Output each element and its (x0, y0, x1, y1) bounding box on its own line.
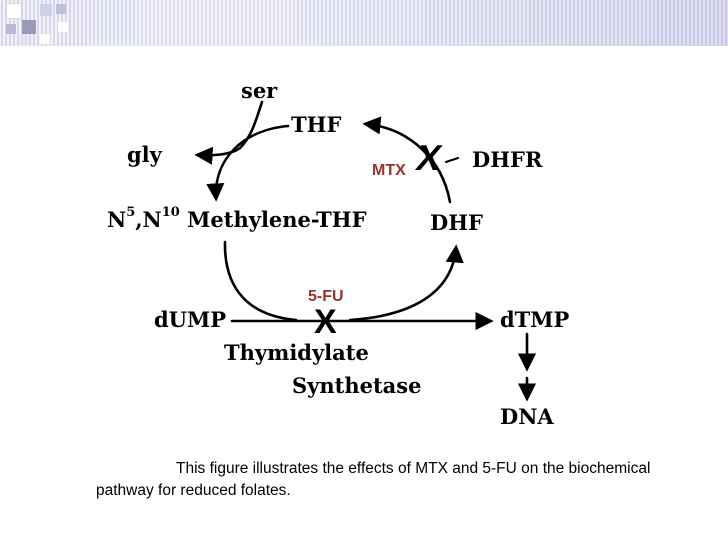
inhibitor-mtx-label: MTX (372, 162, 406, 179)
arrow-methylene-down (223, 240, 298, 322)
header-band (0, 0, 728, 46)
node-dtmp: dTMP (500, 307, 570, 332)
node-dhfr: DHFR (472, 147, 543, 172)
node-gly: gly (127, 142, 162, 167)
node-dhf: DHF (430, 210, 483, 235)
arrow-to-dhf (348, 244, 464, 322)
arrow-dhf-to-thf (362, 116, 452, 204)
corner-decoration (0, 0, 80, 46)
node-dna: DNA (500, 404, 554, 429)
inhibitor-5fu-label: 5-FU (308, 288, 344, 305)
arrow-thf-to-methylene (206, 124, 290, 202)
node-thymidylate: Thymidylate (224, 340, 369, 365)
arrow-gly-out (194, 146, 242, 165)
dhfr-tick (445, 157, 459, 163)
node-thf: THF (291, 112, 342, 137)
figure-caption: This figure illustrates the effects of M… (96, 460, 651, 499)
node-synthetase: Synthetase (292, 373, 422, 398)
node-dump: dUMP (154, 307, 227, 332)
node-ser: ser (241, 78, 278, 103)
node-methylene-thf: N5,N10 Methylene-THF (107, 205, 367, 232)
arrow-ser-in (238, 100, 264, 150)
5fu-block-mark: X (314, 303, 337, 341)
